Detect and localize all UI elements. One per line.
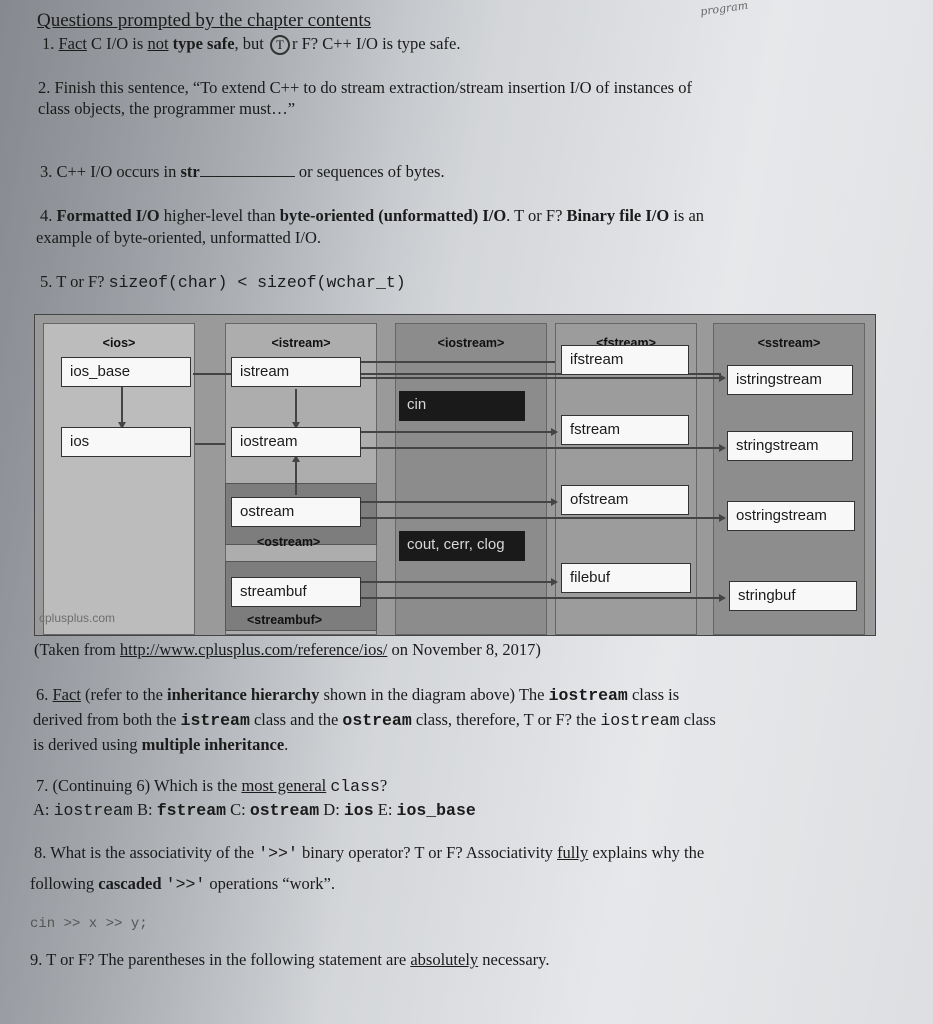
question-8-line-1: 8. What is the associativity of the '>>'… — [34, 843, 705, 863]
arrow-to-stringbuf — [360, 594, 726, 602]
class-ios-base: ios_base — [61, 357, 191, 387]
arrow-ostream-to-iostream — [292, 455, 300, 495]
arrow-to-filebuf — [360, 578, 558, 586]
source-link[interactable]: http://www.cplusplus.com/reference/ios/ — [119, 640, 388, 659]
object-cin: cin — [399, 391, 525, 421]
arrow-to-istringstream — [360, 374, 726, 382]
line-ios-iostream — [195, 443, 225, 445]
class-ostream: ostream — [231, 497, 361, 527]
question-4-line-1: 4. Formatted I/O higher-level than byte-… — [40, 206, 705, 225]
question-2-line-2: class objects, the programmer must…” — [38, 99, 296, 118]
question-8-line-2: following cascaded '>>' operations “work… — [30, 874, 335, 894]
class-istringstream: istringstream — [727, 365, 853, 395]
page-heading: Questions prompted by the chapter conten… — [37, 10, 372, 31]
header-ios: <ios> — [102, 336, 136, 350]
source-credit: cplusplus.com — [39, 611, 116, 625]
question-9: 9. T or F? The parentheses in the follow… — [30, 950, 550, 969]
class-ifstream: ifstream — [561, 345, 689, 375]
question-6-line-3: is derived using multiple inheritance. — [33, 735, 289, 754]
arrow-ios-base-to-ios — [118, 387, 126, 429]
question-3: 3. C++ I/O occurs in str or sequences of… — [40, 162, 445, 181]
class-ofstream: ofstream — [561, 485, 689, 515]
circled-answer: T — [269, 35, 290, 55]
question-7-options: A: iostream B: fstream C: ostream D: ios… — [33, 800, 476, 820]
header-sstream: <sstream> — [757, 336, 821, 350]
class-fstream: fstream — [561, 415, 689, 445]
question-5: 5. T or F? sizeof(char) < sizeof(wchar_t… — [40, 272, 406, 292]
header-streambuf: <streambuf> — [247, 613, 323, 627]
class-filebuf: filebuf — [561, 563, 691, 593]
arrow-to-fstream — [360, 428, 558, 436]
arrow-to-stringstream — [360, 444, 726, 452]
arrow-istream-to-iostream — [292, 389, 300, 429]
io-hierarchy-diagram: <ios> <istream> <iostream> <fstream> <ss… — [34, 314, 876, 636]
class-ostringstream: ostringstream — [727, 501, 855, 531]
class-stringbuf: stringbuf — [729, 581, 857, 611]
class-iostream: iostream — [231, 427, 361, 457]
question-7-line-1: 7. (Continuing 6) Which is the most gene… — [36, 776, 388, 796]
class-stringstream: stringstream — [727, 431, 853, 461]
header-ostream: <ostream> — [257, 535, 321, 549]
column-iostream: <iostream> — [395, 323, 547, 635]
answer-blank — [199, 162, 295, 177]
arrow-to-ostringstream — [360, 514, 726, 522]
object-cout-cerr-clog: cout, cerr, clog — [399, 531, 525, 561]
arrow-to-ofstream — [360, 498, 558, 506]
class-ios: ios — [61, 427, 191, 457]
header-iostream: <iostream> — [437, 336, 505, 350]
diagram-caption: (Taken from http://www.cplusplus.com/ref… — [34, 640, 541, 659]
question-2-line-1: 2. Finish this sentence, “To extend C++ … — [38, 78, 692, 97]
class-istream: istream — [231, 357, 361, 387]
code-example: cin >> x >> y; — [30, 916, 148, 932]
question-6-line-1: 6. Fact (refer to the inheritance hierar… — [36, 685, 680, 705]
header-istream: <istream> — [271, 336, 331, 350]
line-istream-ifstream — [360, 361, 555, 363]
class-streambuf: streambuf — [231, 577, 361, 607]
question-6-line-2: derived from both the istream class and … — [33, 710, 716, 730]
question-4-line-2: example of byte-oriented, unformatted I/… — [36, 228, 321, 247]
line-ios-base — [193, 373, 721, 375]
